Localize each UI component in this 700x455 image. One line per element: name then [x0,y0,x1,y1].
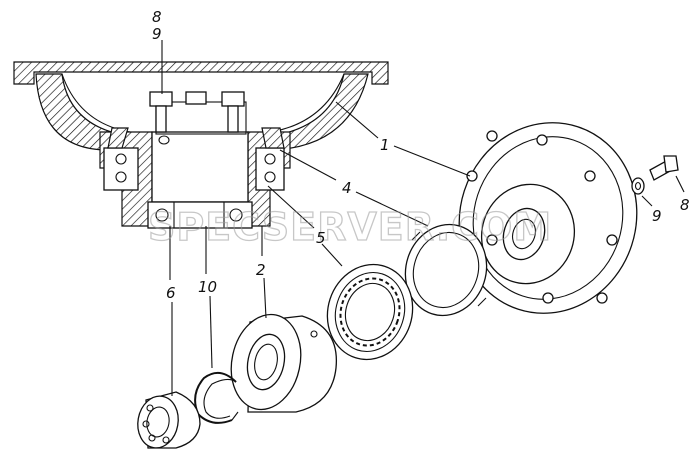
label-2: 2 [256,261,266,279]
ball-bearing-6 [137,391,201,449]
housing-section [13,61,389,229]
hub-2 [230,313,338,413]
label-4: 4 [342,179,352,197]
snap-ring-10 [194,371,239,424]
leader-lines [161,40,685,396]
watermark: SPECSERVER.COM [148,205,552,249]
label-9-top: 9 [152,25,162,43]
cover-plate [458,122,638,314]
label-5: 5 [316,229,326,247]
bolt-and-washer-right [631,155,679,195]
roller-bearing-5 [326,263,414,361]
label-8-top: 8 [152,8,162,26]
label-10: 10 [198,278,217,296]
seal-ring [404,223,488,317]
label-8-right: 8 [680,196,690,214]
label-6: 6 [166,284,176,302]
label-9-right: 9 [652,207,662,225]
label-1: 1 [380,136,390,154]
